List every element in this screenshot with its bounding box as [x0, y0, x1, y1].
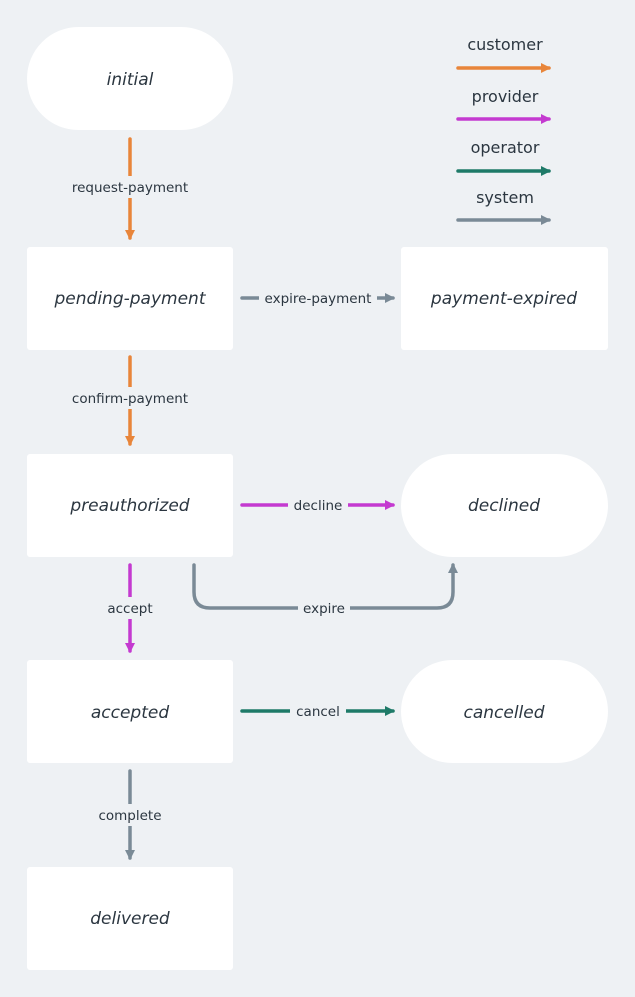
- state-payment-expired: payment-expired: [401, 247, 608, 350]
- state-initial-label: initial: [107, 70, 154, 90]
- legend-label-provider: provider: [472, 87, 539, 106]
- legend-item-provider: provider: [456, 87, 551, 124]
- legend-item-system: system: [456, 188, 551, 225]
- state-delivered-shape: [27, 867, 233, 970]
- edge-expire-payment: expire-payment: [240, 287, 395, 309]
- edge-confirm-payment: confirm-payment: [64, 355, 196, 446]
- label-expire: expire: [303, 601, 345, 617]
- state-pending-payment-shape: [27, 247, 233, 350]
- state-payment-expired-label: payment-expired: [430, 289, 577, 309]
- label-request-payment: request-payment: [72, 180, 188, 196]
- state-delivered: delivered: [27, 867, 233, 970]
- label-expire-payment: expire-payment: [265, 291, 372, 307]
- legend: customer provider operator system: [456, 35, 551, 225]
- state-preauthorized-label: preauthorized: [69, 496, 189, 516]
- legend-item-operator: operator: [456, 138, 551, 176]
- edge-complete: complete: [92, 769, 168, 860]
- state-pending-payment: pending-payment: [27, 247, 233, 350]
- state-cancelled-shape: [401, 660, 608, 763]
- label-confirm-payment: confirm-payment: [72, 391, 188, 407]
- state-preauthorized: preauthorized: [27, 454, 233, 557]
- state-delivered-label: delivered: [90, 909, 170, 929]
- state-initial: initial: [27, 27, 233, 130]
- label-cancel: cancel: [296, 704, 340, 720]
- state-accepted-label: accepted: [91, 703, 169, 723]
- state-accepted-shape: [27, 660, 233, 763]
- state-payment-expired-shape: [401, 247, 608, 350]
- state-preauthorized-shape: [27, 454, 233, 557]
- legend-label-customer: customer: [467, 35, 543, 54]
- edge-accept: accept: [100, 563, 160, 653]
- legend-label-system: system: [476, 188, 534, 207]
- legend-label-operator: operator: [471, 138, 540, 157]
- state-cancelled: cancelled: [401, 660, 608, 763]
- state-cancelled-label: cancelled: [463, 703, 544, 723]
- label-complete: complete: [98, 808, 161, 824]
- state-initial-shape: [27, 27, 233, 130]
- state-declined-label: declined: [468, 496, 540, 516]
- label-accept: accept: [107, 601, 152, 617]
- state-declined-shape: [401, 454, 608, 557]
- edge-request-payment: request-payment: [66, 137, 194, 240]
- edge-expire: expire: [192, 563, 458, 619]
- label-decline: decline: [294, 498, 343, 514]
- state-pending-payment-label: pending-payment: [54, 289, 207, 309]
- state-declined: declined: [401, 454, 608, 557]
- edge-cancel: cancel: [240, 700, 395, 722]
- legend-item-customer: customer: [456, 35, 551, 73]
- state-accepted: accepted: [27, 660, 233, 763]
- edge-decline: decline: [240, 494, 395, 516]
